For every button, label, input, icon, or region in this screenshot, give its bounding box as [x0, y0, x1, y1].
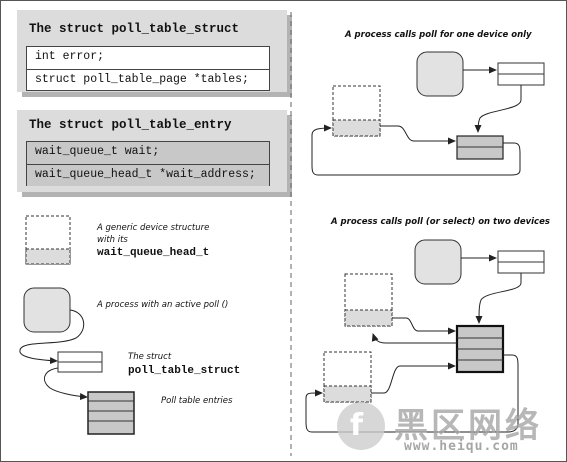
legend-struct-arrow — [43, 367, 88, 401]
field-error: int error; — [35, 50, 105, 63]
poll-table-entry-title: The struct poll_table_entry — [29, 118, 232, 132]
poll-table-struct-fields: int error; struct poll_table_page *table… — [26, 46, 270, 91]
d1-struct-box — [497, 62, 545, 86]
struct-legend-label: The struct — [128, 352, 172, 362]
d1-entry-loop-arrow — [311, 124, 521, 176]
field-wait-address: wait_queue_head_t *wait_address; — [27, 164, 269, 186]
d2-process-box — [414, 239, 462, 285]
d1-device-to-entry-arrow — [380, 125, 456, 145]
field-tables: struct poll_table_page *tables; — [27, 69, 269, 91]
device-legend-line1: A generic device structure — [97, 223, 210, 233]
d2-device1-box — [344, 273, 393, 327]
process-legend: A process with an active poll () — [97, 300, 229, 310]
poll-table-struct-title: The struct poll_table_struct — [29, 22, 240, 36]
entries-legend: Poll table entries — [161, 396, 233, 406]
d2-entries-box — [455, 324, 505, 374]
d1-device-box — [332, 85, 381, 137]
struct-legend-code: poll_table_struct — [128, 365, 241, 377]
legend-device-structure — [25, 215, 71, 265]
legend-entries-box — [87, 391, 135, 435]
watermark-name: 黑区网络 — [394, 406, 542, 446]
two-devices-title: A process calls poll (or select) on two … — [331, 217, 550, 227]
watermark-logo: f — [337, 402, 385, 450]
d2-device2-to-entry-arrow — [371, 362, 456, 394]
legend-struct-box — [57, 351, 103, 373]
d2-entry-to-device1-arrow — [371, 333, 457, 344]
d2-struct-box — [497, 250, 545, 274]
poll-table-entry-fields: wait_queue_t wait; wait_queue_head_t *wa… — [26, 141, 270, 186]
d2-device1-to-entry-arrow — [392, 317, 456, 335]
poll-table-struct-panel: The struct poll_table_struct int error; … — [17, 10, 287, 92]
field-wait: wait_queue_t wait; — [27, 142, 269, 164]
device-legend-line2: with its — [97, 235, 128, 245]
d1-struct-to-entry-arrow — [474, 85, 522, 133]
d1-entry-box — [456, 135, 504, 160]
d2-entry-loop-arrow — [305, 354, 519, 433]
d2-device2-box — [323, 351, 372, 403]
one-device-title: A process calls poll for one device only — [345, 30, 532, 40]
device-legend-code: wait_queue_head_t — [97, 247, 210, 259]
legend-process-box — [23, 287, 71, 333]
d1-process-box — [416, 51, 464, 97]
poll-table-entry-panel: The struct poll_table_entry wait_queue_t… — [17, 110, 287, 192]
d2-struct-to-entries-arrow — [475, 273, 522, 324]
watermark-url: www.heiqu.com — [404, 439, 519, 454]
legend-process-arrow — [19, 309, 85, 365]
